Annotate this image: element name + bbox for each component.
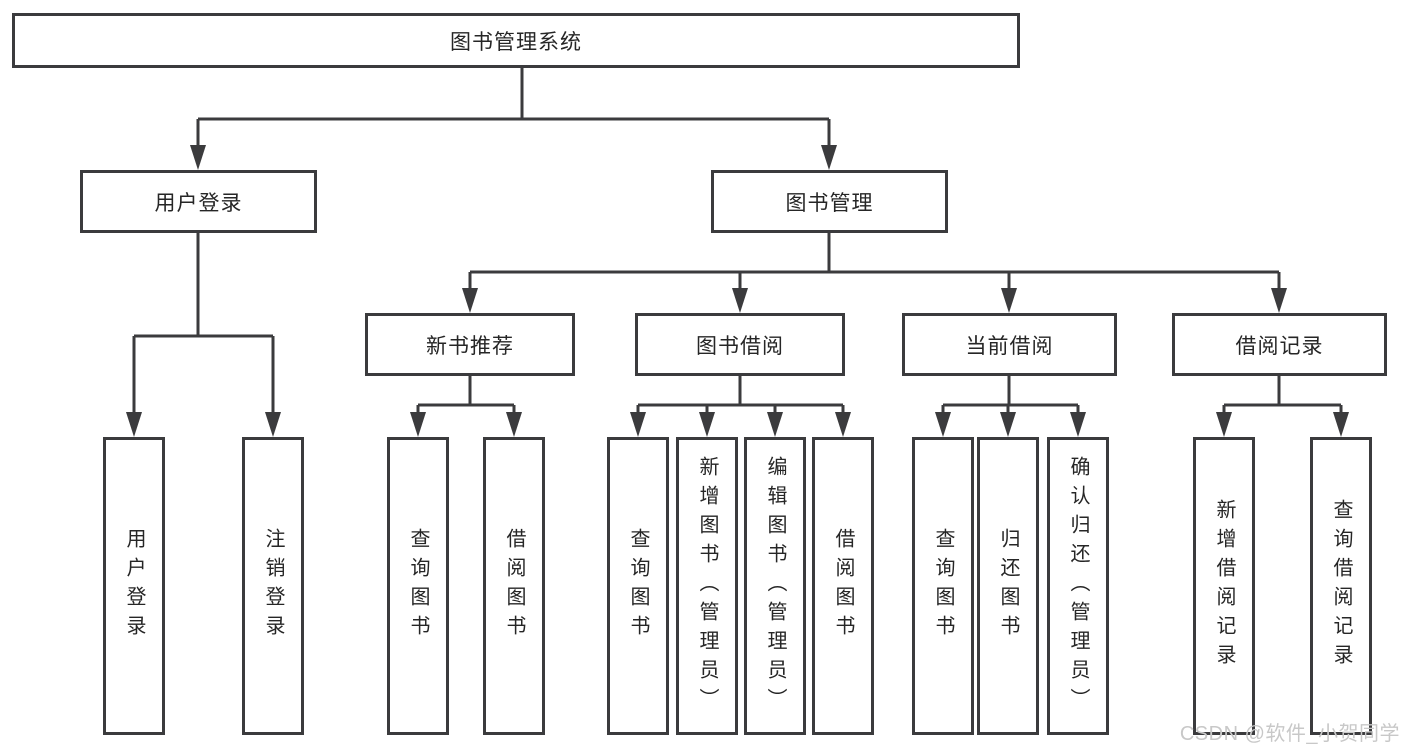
node-book-borrow: 图书借阅 (635, 313, 845, 376)
csdn-watermark: CSDN @软件_小贺同学 (1179, 723, 1400, 745)
leaf-borrow-books-recommend: 借阅图书 (483, 437, 545, 735)
leaf-query-books-recommend: 查询图书 (387, 437, 449, 735)
leaf-borrow-books: 借阅图书 (812, 437, 874, 735)
leaf-logout: 注销登录 (242, 437, 304, 735)
node-borrow-records: 借阅记录 (1172, 313, 1387, 376)
leaf-query-books-borrow: 查询图书 (607, 437, 669, 735)
leaf-user-login: 用户登录 (103, 437, 165, 735)
node-book-management: 图书管理 (711, 170, 948, 233)
leaf-confirm-return-admin: 确认归还（管理员） (1047, 437, 1109, 735)
node-root: 图书管理系统 (12, 13, 1020, 68)
leaf-edit-book-admin: 编辑图书（管理员） (744, 437, 806, 735)
leaf-add-borrow-record: 新增借阅记录 (1193, 437, 1255, 735)
leaf-query-books-current: 查询图书 (912, 437, 974, 735)
leaf-return-book: 归还图书 (977, 437, 1039, 735)
leaf-add-book-admin: 新增图书（管理员） (676, 437, 738, 735)
node-current-borrow: 当前借阅 (902, 313, 1117, 376)
node-user-login: 用户登录 (80, 170, 317, 233)
leaf-query-borrow-record: 查询借阅记录 (1310, 437, 1372, 735)
node-new-book-recommend: 新书推荐 (365, 313, 575, 376)
